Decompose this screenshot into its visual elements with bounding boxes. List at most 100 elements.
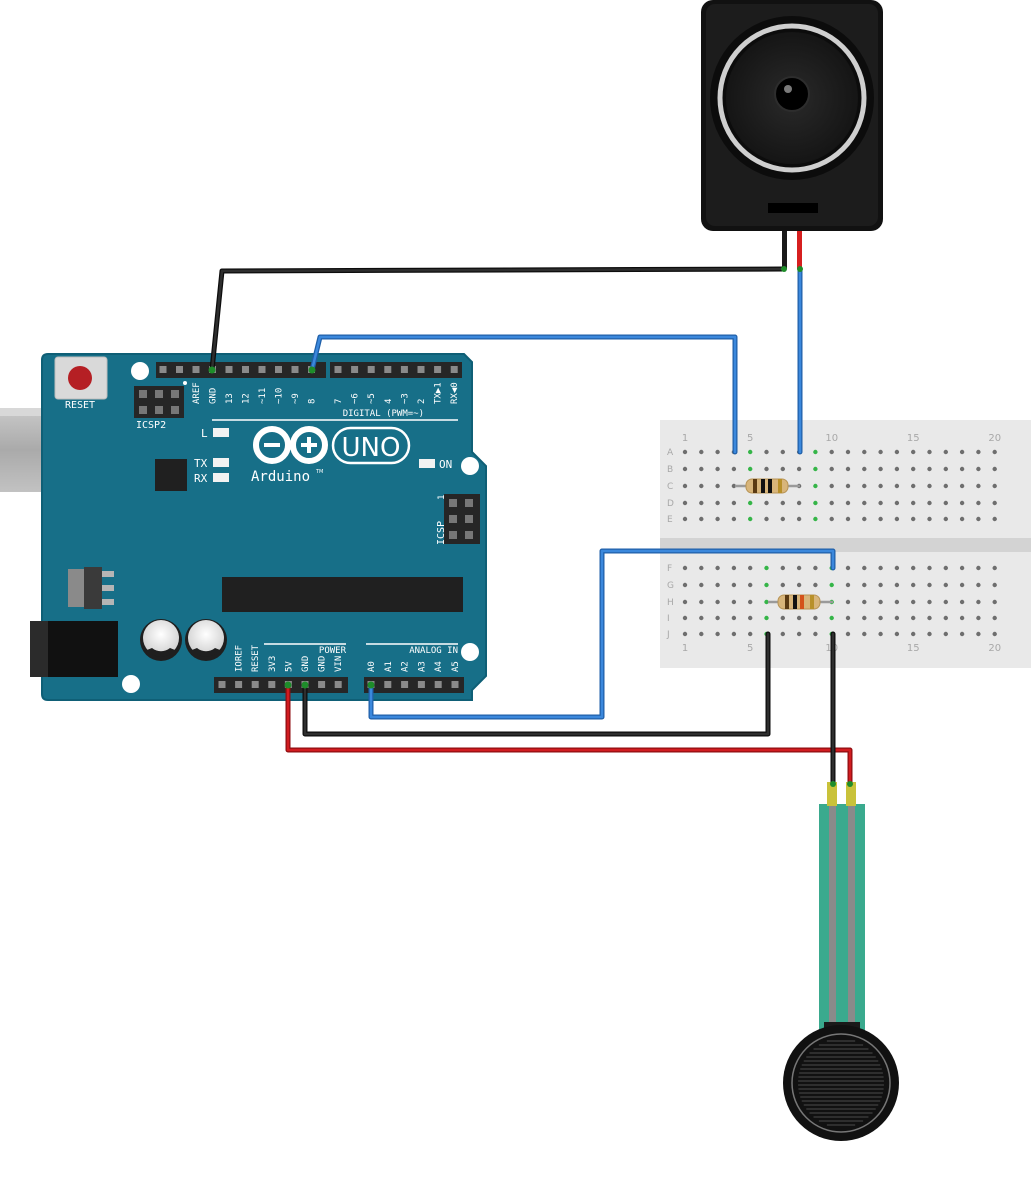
breadboard-hole (748, 500, 753, 506)
header-pin (268, 681, 276, 688)
breadboard-row-label: A (667, 448, 674, 458)
digital-pin-label: 8 (308, 399, 318, 404)
breadboard-hole (731, 631, 737, 637)
breadboard-hole (780, 500, 785, 506)
resistor-top-band4 (778, 479, 782, 493)
breadboard-hole (878, 631, 883, 637)
breadboard-hole (764, 565, 769, 571)
breadboard-hole (878, 582, 883, 588)
breadboard-hole (943, 582, 948, 588)
breadboard-hole (862, 466, 867, 472)
analog-pin-label: A3 (417, 661, 427, 672)
breadboard-hole (927, 449, 932, 455)
resistor-top-band2 (761, 479, 765, 493)
header-pin (384, 366, 392, 373)
resistor-bottom-band4 (810, 595, 814, 609)
analog-pin-label: A0 (367, 661, 377, 672)
pin1-marker-icon (183, 381, 187, 385)
breadboard-column-label: 1 (682, 643, 688, 654)
breadboard-hole (911, 565, 916, 571)
breadboard-hole (748, 615, 753, 621)
icsp-pin1-label: 1 (437, 495, 447, 500)
breadboard-hole (878, 483, 883, 489)
resistor-bottom (768, 594, 833, 610)
breadboard-hole (959, 516, 965, 522)
fsr-pad-pattern (798, 1040, 884, 1126)
breadboard-hole (878, 449, 883, 455)
power-pin-label: VIN (334, 656, 344, 672)
breadboard-hole (943, 516, 948, 522)
header-pin (417, 366, 425, 373)
breadboard-hole (862, 582, 867, 588)
breadboard-hole (943, 483, 948, 489)
breadboard-hole (682, 615, 688, 621)
digital-pin-label: ~5 (367, 393, 377, 404)
header-pin (450, 366, 458, 373)
power-header (214, 677, 348, 693)
breadboard-hole (894, 631, 900, 637)
breadboard-hole (731, 599, 737, 605)
icsp-pins (449, 499, 473, 539)
reset-label: RESET (65, 400, 95, 411)
digital-pin-label: RX◀0 (450, 382, 460, 404)
fsr-pad (783, 1025, 899, 1141)
breadboard-hole (796, 516, 802, 522)
breadboard-hole (845, 449, 851, 455)
breadboard-row-label: D (667, 499, 674, 509)
breadboard-hole (878, 565, 883, 571)
breadboard-row-label: B (667, 465, 673, 475)
breadboard-column-label: 5 (747, 643, 753, 654)
breadboard-hole (780, 582, 785, 588)
breadboard-hole (992, 500, 997, 506)
breadboard-hole (878, 599, 883, 605)
breadboard-row-label: E (667, 515, 673, 525)
logo-minus-plus-icon (264, 437, 317, 453)
breadboard-hole (927, 500, 932, 506)
breadboard-hole (764, 599, 769, 605)
endpoint-fsr-left (830, 781, 836, 787)
digital-pin-label: 13 (225, 393, 235, 404)
breadboard-hole (894, 449, 900, 455)
breadboard-hole (845, 565, 851, 571)
breadboard-hole (699, 631, 704, 637)
wire-gnd-core (303, 632, 770, 736)
breadboard-hole (829, 483, 834, 489)
header-pin (334, 366, 342, 373)
led-on-label: ON (439, 458, 452, 471)
breadboard-hole (715, 483, 720, 489)
breadboard-hole (715, 631, 720, 637)
led-rx-label: RX (194, 472, 208, 485)
breadboard-hole (731, 565, 737, 571)
endpoint-speaker-black (781, 266, 787, 272)
breadboard-hole (862, 483, 867, 489)
breadboard-hole (894, 599, 900, 605)
endpoint-pin8 (308, 366, 316, 374)
resistor-top-band3 (768, 479, 772, 493)
breadboard-hole (796, 500, 802, 506)
breadboard-hole (878, 615, 883, 621)
breadboard-hole (943, 615, 948, 621)
breadboard-hole (976, 449, 981, 455)
breadboard-hole (699, 599, 704, 605)
breadboard-hole (992, 615, 997, 621)
resistor-top-band1 (753, 479, 757, 493)
breadboard-hole (715, 516, 720, 522)
breadboard-hole (813, 466, 818, 472)
breadboard-hole (764, 449, 769, 455)
breadboard-hole (682, 483, 688, 489)
breadboard-hole (715, 582, 720, 588)
breadboard-hole (813, 631, 818, 637)
breadboard-hole (682, 565, 688, 571)
wire-pin8-core (310, 335, 737, 454)
header-pin (451, 681, 459, 688)
bottom-header-pins (218, 681, 459, 688)
breadboard-hole (731, 500, 737, 506)
digital-pin-label: GND (209, 388, 219, 404)
analog-pin-label: A5 (451, 661, 461, 672)
breadboard-hole (813, 582, 818, 588)
resistor-top (735, 478, 800, 494)
breadboard-hole (796, 631, 802, 637)
breadboard-hole (976, 565, 981, 571)
